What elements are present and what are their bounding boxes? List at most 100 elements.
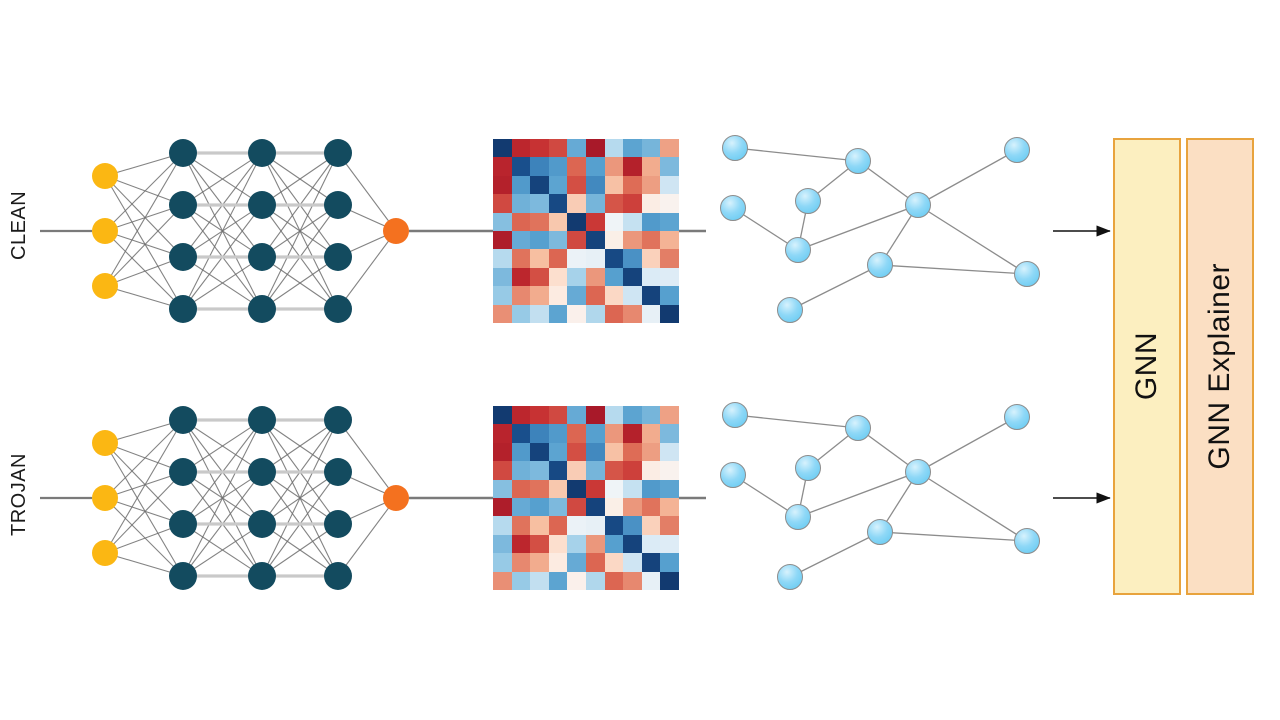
heatmap-cell <box>586 534 605 554</box>
heatmap-cell <box>493 194 512 213</box>
heatmap-cell <box>548 534 568 554</box>
heatmap-cell <box>511 516 531 535</box>
heatmap-cell <box>641 553 661 572</box>
heatmap-cell <box>586 424 605 443</box>
graph-node <box>845 148 871 174</box>
heatmap-cell <box>641 442 661 462</box>
heatmap-cell <box>511 571 531 590</box>
heatmap-cell <box>641 286 661 305</box>
heatmap-cell <box>604 139 624 158</box>
heatmap-cell <box>623 479 642 498</box>
heatmap-cell <box>586 571 605 590</box>
nn-edge <box>182 419 263 473</box>
heatmap-cell <box>586 175 605 195</box>
heatmap-cell <box>604 175 624 195</box>
heatmap-cell <box>530 304 549 323</box>
nn-edge <box>261 256 339 310</box>
graph-node <box>1014 528 1040 554</box>
heatmap-cell <box>641 406 661 425</box>
panel-gnn-explainer[interactable]: GNN Explainer <box>1186 138 1254 595</box>
heatmap-cell <box>623 516 642 535</box>
graph-edge <box>917 149 1018 206</box>
graph-node <box>845 415 871 441</box>
heatmap-cell <box>604 479 624 498</box>
heatmap-cell <box>660 497 679 517</box>
nn-hidden-node <box>248 458 276 486</box>
heatmap-cell <box>586 286 605 305</box>
heatmap-cell <box>511 479 531 498</box>
heatmap-cell <box>660 424 679 443</box>
heatmap-cell <box>567 286 586 305</box>
heatmap-cell <box>511 286 531 305</box>
heatmap-cell <box>548 516 568 535</box>
heatmap-cell <box>641 267 661 287</box>
nn-hidden-node <box>324 243 352 271</box>
heatmap-cell <box>567 553 586 572</box>
nn-edge <box>104 175 184 310</box>
nn-hidden-node <box>248 295 276 323</box>
heatmap-cell <box>493 479 512 498</box>
heatmap-cell <box>660 553 679 572</box>
graph-edge <box>789 264 881 311</box>
nn-edge <box>337 230 397 310</box>
heatmap-cell <box>660 304 679 323</box>
panel-gnn-explainer-label: GNN Explainer <box>1203 263 1236 470</box>
graph-node <box>777 564 803 590</box>
nn-edge <box>104 419 184 554</box>
panel-gnn[interactable]: GNN <box>1113 138 1181 595</box>
heatmap-cell <box>511 194 531 213</box>
heatmap-cell <box>604 286 624 305</box>
nn-hidden-node <box>169 406 197 434</box>
graph-node <box>1014 261 1040 287</box>
heatmap-cell <box>567 175 586 195</box>
heatmap-cell <box>623 212 642 231</box>
neural-network-trojan <box>40 406 493 590</box>
heatmap-cell <box>604 212 624 231</box>
graph-edge <box>917 204 1028 275</box>
nn-edge <box>182 152 263 310</box>
heatmap-cell <box>604 194 624 213</box>
heatmap-cell <box>530 516 549 535</box>
nn-input-node <box>92 540 118 566</box>
heatmap-cell <box>641 497 661 517</box>
nn-edge <box>104 204 184 287</box>
heatmap-cell <box>586 230 605 250</box>
heatmap-cell <box>511 304 531 323</box>
heatmap-cell <box>604 230 624 250</box>
heatmap-trojan <box>493 406 679 590</box>
heatmap-cell <box>586 497 605 517</box>
nn-edge <box>104 497 184 577</box>
heatmap-cell <box>530 157 549 176</box>
heatmap-cell <box>548 406 568 425</box>
nn-edge <box>182 523 263 577</box>
heatmap-cell <box>623 230 642 250</box>
graph-node <box>720 462 746 488</box>
graph-edge <box>797 204 919 251</box>
nn-hidden-node <box>248 243 276 271</box>
heatmap-cell <box>548 479 568 498</box>
heatmap-cell <box>493 267 512 287</box>
heatmap-cell <box>530 139 549 158</box>
heatmap-cell <box>548 286 568 305</box>
heatmap-cell <box>660 249 679 268</box>
nn-edge <box>261 152 339 310</box>
nn-edge <box>104 230 184 310</box>
heatmap-cell <box>660 461 679 480</box>
nn-hidden-node <box>324 458 352 486</box>
graph-edge <box>789 531 881 578</box>
heatmap-cell <box>511 249 531 268</box>
heatmap-cell <box>623 497 642 517</box>
nn-output-node <box>383 218 409 244</box>
nn-hidden-node <box>324 191 352 219</box>
heatmap-cell <box>567 442 586 462</box>
heatmap-cell <box>530 175 549 195</box>
nn-hidden-node <box>248 191 276 219</box>
heatmap-cell <box>641 212 661 231</box>
nn-edge <box>337 497 397 577</box>
heatmap-cell <box>548 497 568 517</box>
graph-node <box>867 252 893 278</box>
heatmap-cell <box>623 249 642 268</box>
nn-input-node <box>92 485 118 511</box>
heatmap-cell <box>493 139 512 158</box>
heatmap-cell <box>623 286 642 305</box>
